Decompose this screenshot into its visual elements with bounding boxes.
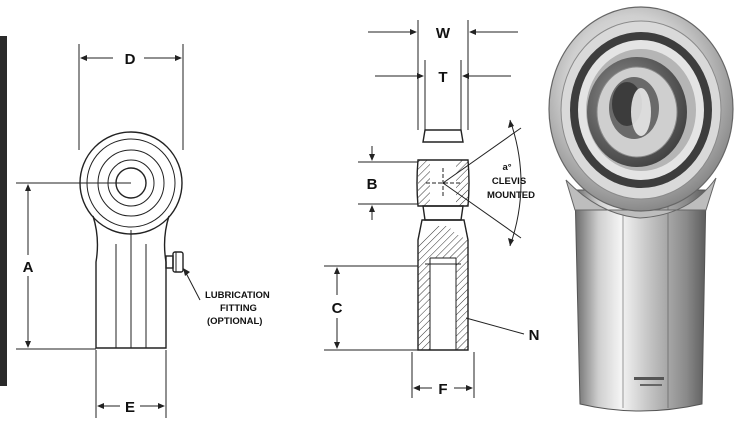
dim-n-label: N [529,327,540,344]
clevis-note-line2: MOUNTED [487,190,535,201]
dim-b-label: B [367,176,378,193]
dim-d-label: D [125,51,136,68]
lubrication-note-line1: LUBRICATION [205,290,270,301]
left-edge-bar [0,36,7,386]
dim-a-label: A [23,259,34,276]
dim-w-label: W [436,25,451,42]
dim-t-label: T [438,69,447,86]
rod-end-photo [548,6,734,412]
dim-e-label: E [125,399,135,416]
lubrication-note-line2: FITTING [220,303,257,314]
dim-f-label: F [438,381,447,398]
clevis-angle-label: a° [502,162,511,173]
front-view: D LUBRICATION FITTING (OPTIONAL) A [16,44,270,418]
side-section-view: W T B a° CLEVIS MOUNTED [324,20,539,398]
lubrication-note-line3: (OPTIONAL) [207,316,262,327]
dim-c-label: C [332,300,343,317]
clevis-note-line1: CLEVIS [492,176,526,187]
